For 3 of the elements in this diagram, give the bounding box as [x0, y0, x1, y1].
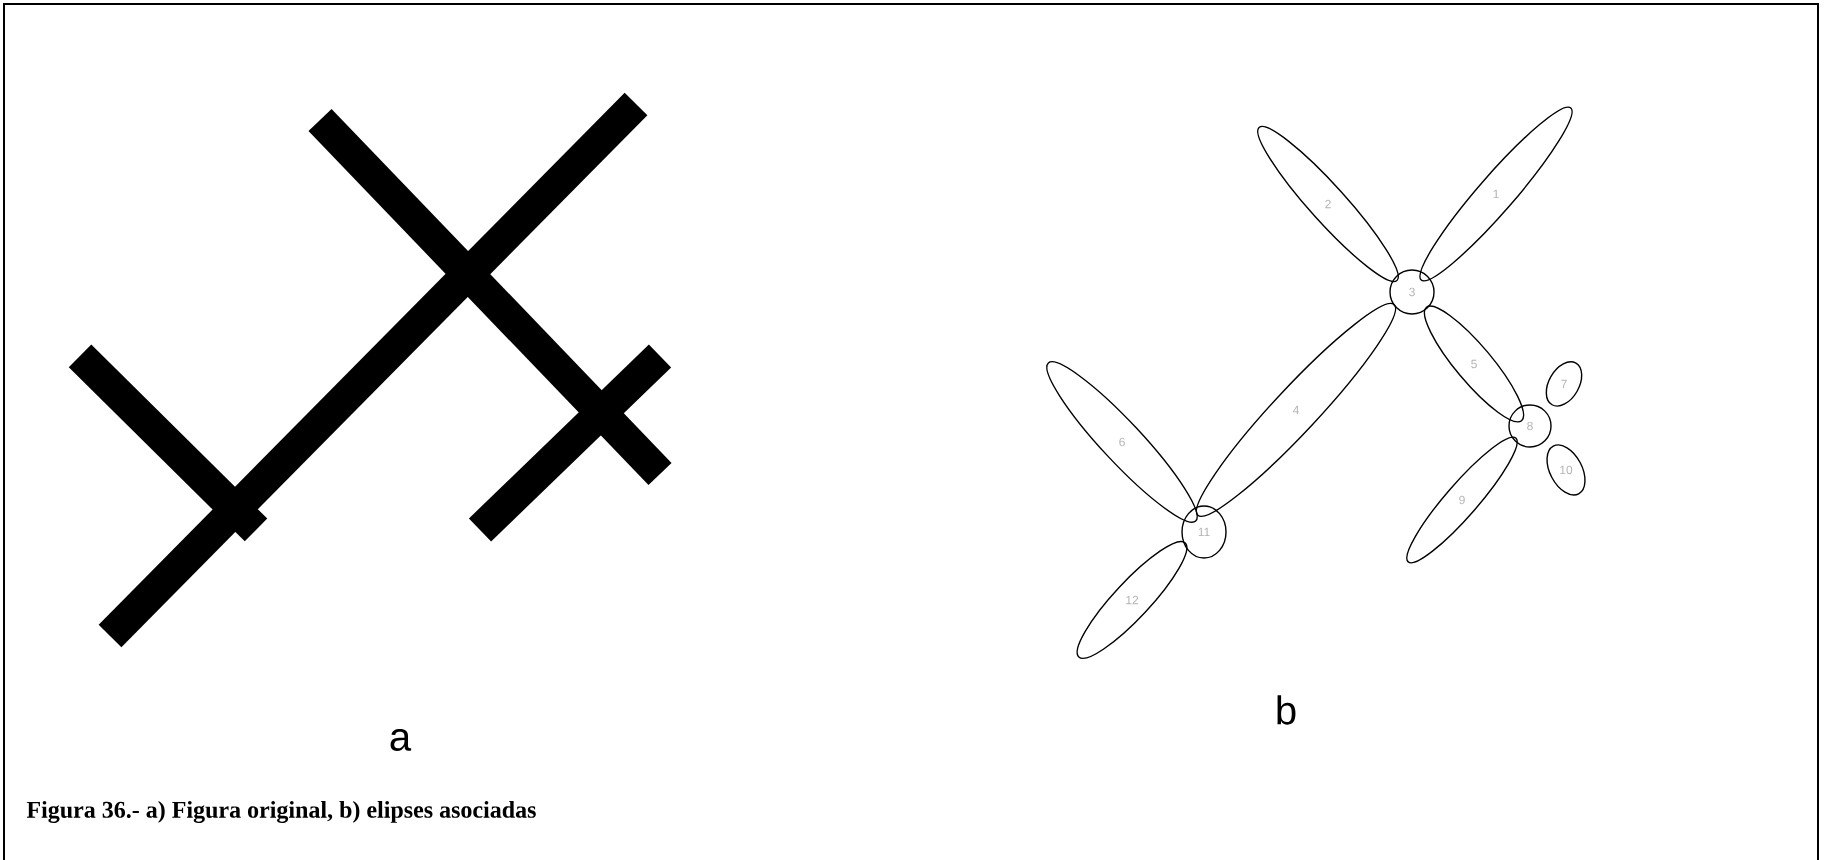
- panel-label: b: [1277, 695, 1296, 725]
- caption: Figura 36.- a) Figura original, b) elipses asociadas: [26, 801, 536, 823]
- panel-label: a: [390, 729, 412, 751]
